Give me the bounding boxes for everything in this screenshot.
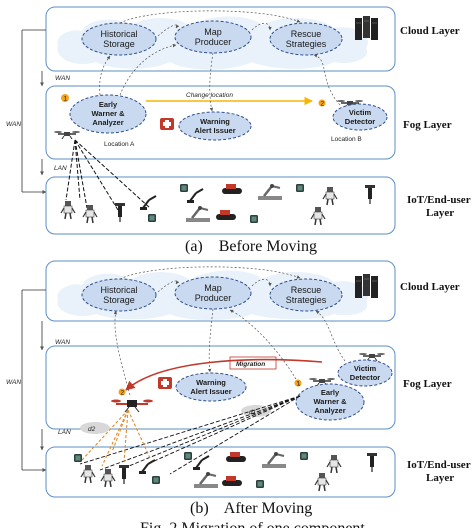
early-warner-label-b2: Warner & xyxy=(313,397,347,406)
rescue-strategies-label-a2: Strategies xyxy=(286,39,327,49)
lan-label-a: LAN xyxy=(54,165,67,172)
sensor-icon-a4 xyxy=(250,215,258,223)
map-producer-node-a xyxy=(174,20,252,54)
badge-2-text-a: 2 xyxy=(321,100,325,107)
sensor-icon-a1 xyxy=(148,214,156,222)
iot-layer-label-b: IoT/End-user xyxy=(407,459,471,471)
historical-storage-node-b xyxy=(81,278,157,312)
historical-storage-label-b2: Storage xyxy=(103,295,135,305)
victim-detector-label-a: Victim xyxy=(349,108,372,117)
early-warner-label-b3: Analyzer xyxy=(314,406,345,415)
iot-layer-label-a2: Layer xyxy=(426,207,454,219)
iot-layer-label-b2: Layer xyxy=(426,472,454,484)
iot-layer-box-a xyxy=(45,176,396,235)
panel-b: Historical Storage Map Producer Rescue S… xyxy=(6,260,471,528)
fog-layer-label-b: Fog Layer xyxy=(403,378,452,390)
map-producer-label-b: Map xyxy=(204,283,222,293)
warning-alert-label-b: Warning xyxy=(196,378,226,387)
early-warner-label-b: Early xyxy=(321,388,340,397)
migration-label: Migration xyxy=(236,361,265,368)
badge-2-text-b: 2 xyxy=(121,389,125,396)
early-warner-label-a: Early xyxy=(99,100,118,109)
historical-storage-label-a2: Storage xyxy=(103,39,135,49)
badge-1-b xyxy=(294,379,302,387)
migrated-drone xyxy=(111,399,153,413)
victim-detector-label-a2: Detector xyxy=(345,117,376,126)
victim-detector-label-b2: Detector xyxy=(350,373,381,382)
historical-storage-label-a: Historical xyxy=(100,29,137,39)
change-location-label-a: Change location xyxy=(186,92,233,99)
sensor-icon-b2 xyxy=(152,476,160,484)
rescue-strategies-node-a xyxy=(269,22,343,56)
early-warner-label-a3: Analyzer xyxy=(92,118,123,127)
warning-alert-label-a2: Alert Issuer xyxy=(194,126,235,135)
panel-a: Historical Storage Map Producer Rescue S… xyxy=(6,6,471,255)
badge-2-b xyxy=(118,388,126,396)
early-warner-node-a xyxy=(69,94,147,134)
badge-1-text-b: 1 xyxy=(297,380,301,387)
server-icon-b xyxy=(354,273,379,299)
wan-label-b: WAN xyxy=(55,339,70,346)
sensor-icon-a2 xyxy=(180,184,188,192)
map-producer-label-b2: Producer xyxy=(195,293,232,303)
sensor-icon-b1 xyxy=(74,454,82,462)
rescue-strategies-label-a: Rescue xyxy=(291,29,322,39)
badge-1-a xyxy=(61,94,69,102)
d1-bubble xyxy=(241,405,271,417)
warning-alert-node-a xyxy=(178,111,252,141)
caption-b: (b) After Moving xyxy=(190,500,312,517)
victim-detector-node-a xyxy=(332,103,388,131)
map-producer-node-b xyxy=(174,276,252,310)
cloud-layer-label-a: Cloud Layer xyxy=(400,25,460,37)
rescue-strategies-node-b xyxy=(269,278,343,312)
warning-alert-label-b2: Alert Issuer xyxy=(190,387,231,396)
badge-1-text-a: 1 xyxy=(64,96,68,103)
sensor-icon-b4 xyxy=(300,452,308,460)
caption-a: (a) Before Moving xyxy=(185,238,317,255)
historical-storage-label-b: Historical xyxy=(100,285,137,295)
server-icon-a xyxy=(354,15,379,41)
wan-side-label-a: WAN xyxy=(6,121,21,128)
figure-caption: Fig. 2 Migration of one component xyxy=(140,520,365,528)
historical-storage-node-a xyxy=(81,22,157,56)
warning-alert-node-b xyxy=(175,372,247,402)
d2-label: d2 xyxy=(88,426,96,433)
wan-side-label-b: WAN xyxy=(6,379,21,386)
rescue-strategies-label-b: Rescue xyxy=(291,285,322,295)
victim-detector-node-b xyxy=(337,359,393,387)
warning-alert-label-a: Warning xyxy=(200,117,230,126)
location-b-label: Location B xyxy=(331,136,362,143)
wan-label-a: WAN xyxy=(55,75,70,82)
d2-bubble xyxy=(80,422,110,434)
d1-label: d1 xyxy=(249,409,257,416)
badge-2-a xyxy=(318,99,326,107)
victim-detector-label-b: Victim xyxy=(354,364,377,373)
location-a-label: Location A xyxy=(104,141,135,148)
early-warner-label-a2: Warner & xyxy=(91,109,125,118)
map-producer-label-a: Map xyxy=(204,27,222,37)
early-warner-node-b xyxy=(295,383,365,421)
rescue-strategies-label-b2: Strategies xyxy=(286,295,327,305)
sensor-icon-b5 xyxy=(256,480,264,488)
sensor-icon-a3 xyxy=(296,184,304,192)
iot-layer-label-a: IoT/End-user xyxy=(407,194,471,206)
migration-arrow xyxy=(125,358,323,391)
sensor-icon-b3 xyxy=(184,452,192,460)
fog-layer-label-a: Fog Layer xyxy=(403,119,452,131)
cloud-layer-label-b: Cloud Layer xyxy=(400,281,460,293)
lan-label-b: LAN xyxy=(58,429,71,436)
iot-layer-box-b xyxy=(45,446,396,498)
map-producer-label-a2: Producer xyxy=(195,37,232,47)
